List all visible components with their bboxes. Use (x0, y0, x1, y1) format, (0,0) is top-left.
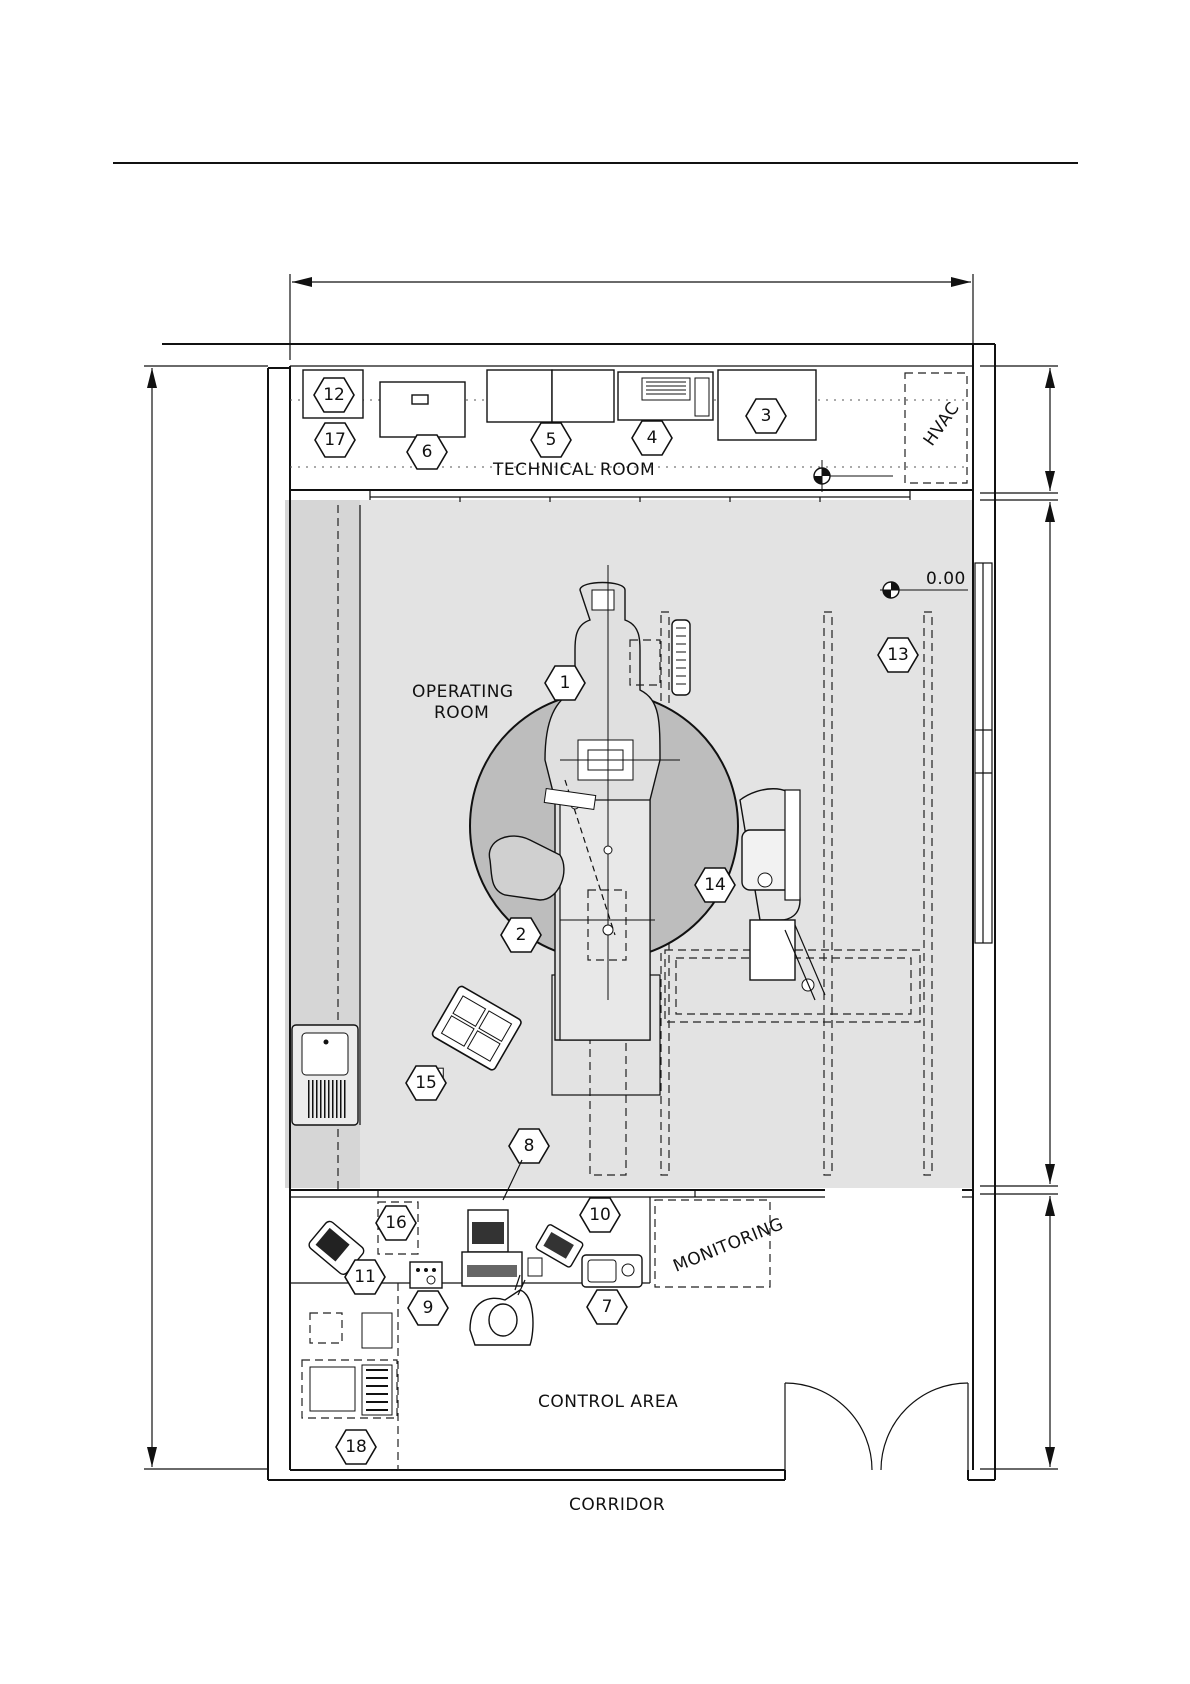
hex-marker-17: 17 (315, 423, 355, 457)
svg-text:14: 14 (704, 875, 726, 895)
hex-marker-10: 10 (580, 1198, 620, 1232)
hex-marker-7: 7 (587, 1290, 627, 1324)
corridor-label: CORRIDOR (569, 1495, 665, 1515)
svg-text:17: 17 (324, 430, 346, 450)
height-dimension-left (144, 366, 268, 1469)
svg-text:6: 6 (422, 442, 433, 462)
svg-text:18: 18 (345, 1437, 367, 1457)
storage-units (302, 1313, 397, 1418)
monitoring-label: MONITORING (670, 1214, 786, 1276)
svg-text:7: 7 (602, 1297, 613, 1317)
svg-text:10: 10 (589, 1205, 611, 1225)
operating-room-label-2: ROOM (434, 703, 489, 723)
wall-cabinet (292, 1025, 358, 1125)
level-label: 0.00 (926, 569, 966, 589)
svg-text:2: 2 (516, 925, 527, 945)
hex-marker-5: 5 (531, 423, 571, 457)
elevation-marker-tech (814, 460, 893, 492)
hex-marker-6: 6 (407, 435, 447, 469)
svg-text:12: 12 (323, 385, 345, 405)
svg-text:16: 16 (385, 1213, 407, 1233)
svg-text:8: 8 (524, 1136, 535, 1156)
hex-marker-18: 18 (336, 1430, 376, 1464)
svg-text:1: 1 (560, 673, 571, 693)
control-area-label: CONTROL AREA (538, 1392, 678, 1412)
svg-text:4: 4 (647, 428, 658, 448)
svg-text:15: 15 (415, 1073, 437, 1093)
hex-marker-16: 16 (376, 1206, 416, 1240)
svg-text:5: 5 (546, 430, 557, 450)
svg-text:9: 9 (423, 1298, 434, 1318)
svg-text:3: 3 (761, 406, 772, 426)
right-window (975, 563, 992, 943)
operating-room-label-1: OPERATING (412, 682, 514, 702)
svg-text:11: 11 (354, 1267, 376, 1287)
hex-marker-4: 4 (632, 421, 672, 455)
svg-text:13: 13 (887, 645, 909, 665)
technical-room-label: TECHNICAL ROOM (492, 460, 655, 480)
hvac-label: HVAC (920, 399, 964, 450)
hex-marker-9: 9 (408, 1291, 448, 1325)
width-dimension (290, 274, 973, 360)
corridor-door (785, 1383, 968, 1470)
